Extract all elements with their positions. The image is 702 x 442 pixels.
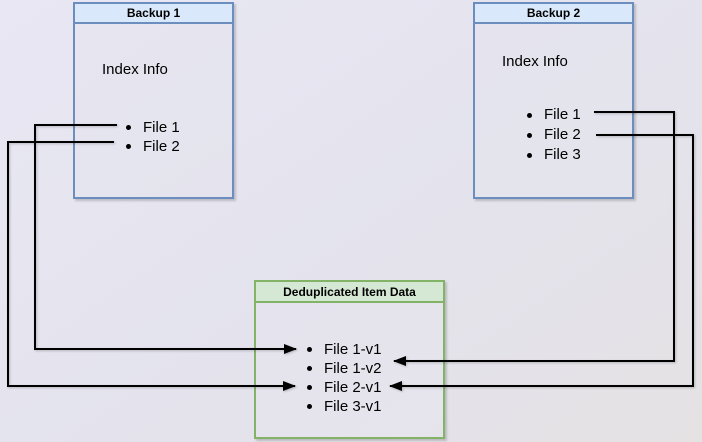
dedup-item-file2-v1: File 2-v1 [304, 378, 382, 397]
backup2-file-list: File 1 File 2 File 3 [524, 105, 581, 165]
backup1-box: Backup 1 Index Info File 1 File 2 [73, 2, 234, 199]
backup1-index-info-label: Index Info [102, 61, 168, 78]
dedup-item-file1-v2: File 1-v2 [304, 359, 382, 378]
dedup-store-box: Deduplicated Item Data File 1-v1 File 1-… [254, 280, 445, 439]
dedup-item-file1-v1: File 1-v1 [304, 340, 382, 359]
dedup-item-list: File 1-v1 File 1-v2 File 2-v1 File 3-v1 [304, 340, 382, 416]
backup1-file-1: File 1 [123, 118, 180, 137]
backup1-title: Backup 1 [75, 4, 232, 24]
dedup-store-title: Deduplicated Item Data [256, 282, 443, 303]
backup2-box: Backup 2 Index Info File 1 File 2 File 3 [473, 2, 634, 199]
backup1-file-2: File 2 [123, 137, 180, 156]
backup2-title: Backup 2 [475, 4, 632, 24]
backup2-file-3: File 3 [524, 145, 581, 165]
backup2-index-info-label: Index Info [502, 53, 568, 70]
backup1-file-list: File 1 File 2 [123, 118, 180, 156]
backup2-file-1: File 1 [524, 105, 581, 125]
backup2-file-2: File 2 [524, 125, 581, 145]
dedup-item-file3-v1: File 3-v1 [304, 397, 382, 416]
